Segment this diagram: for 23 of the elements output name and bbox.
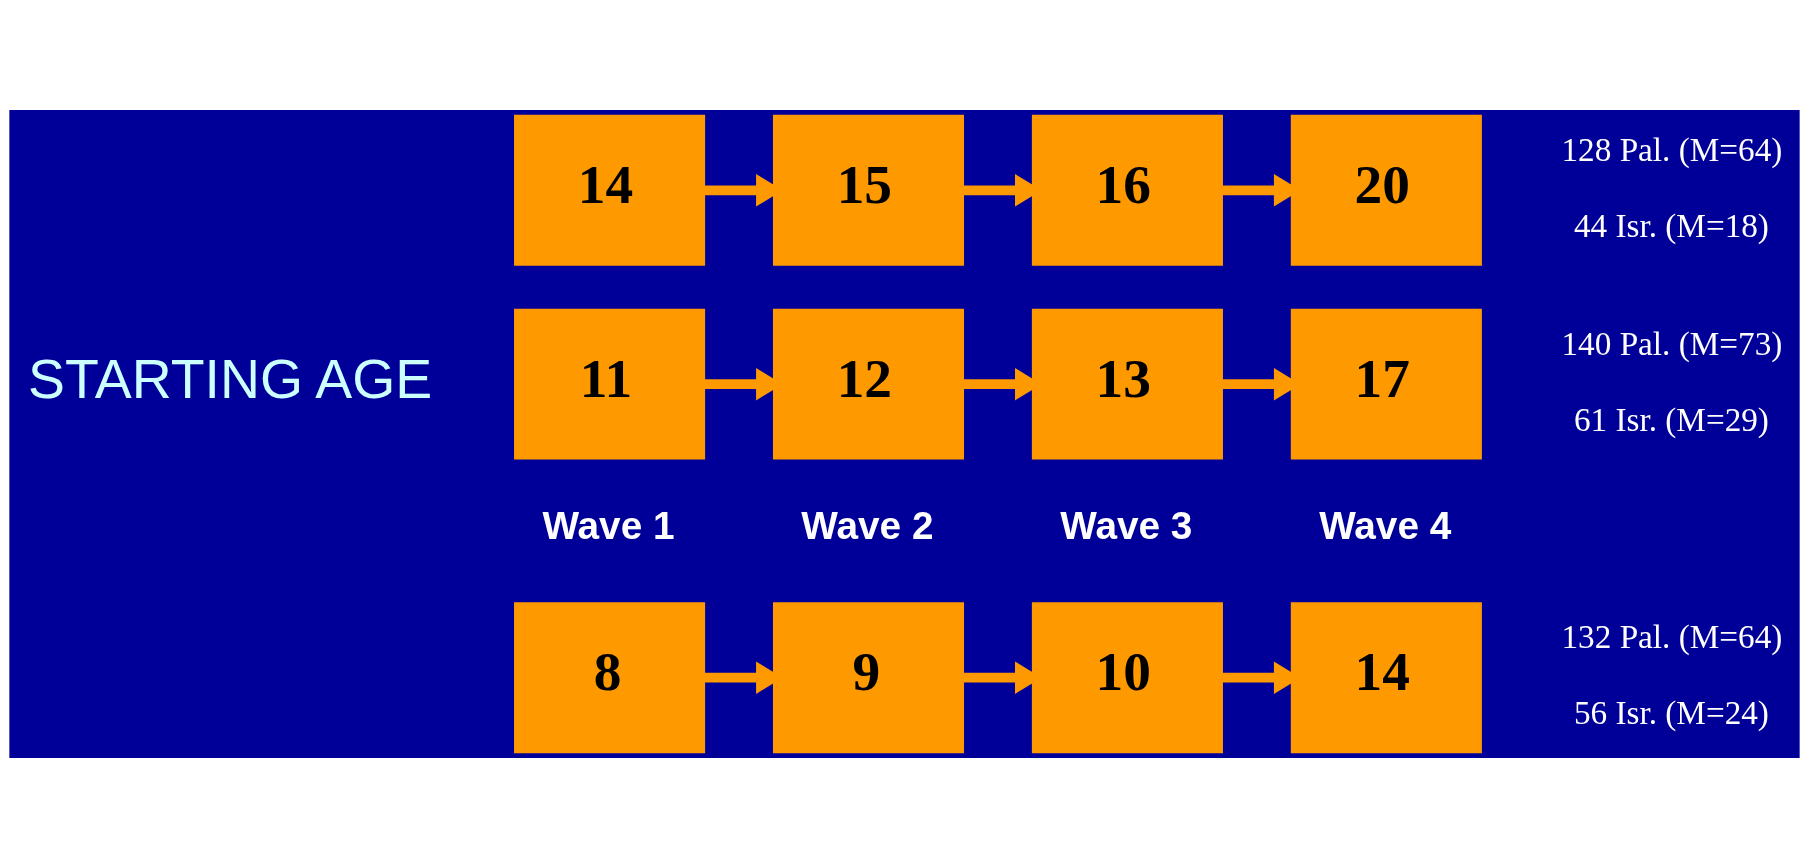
node-box: 9 <box>772 601 965 753</box>
label: Wave 3 <box>1060 503 1193 547</box>
node-box: 11 <box>514 308 706 460</box>
node-label: 44 Isr. (M=18) <box>1573 206 1769 244</box>
node-label: 56 Isr. (M=24) <box>1573 693 1769 731</box>
node-box: 15 <box>772 114 965 266</box>
label: Wave 2 <box>801 503 934 547</box>
node-box: 14 <box>514 114 706 266</box>
node-box: 16 <box>1031 114 1223 266</box>
node-box: 14 <box>1290 601 1482 753</box>
label: Wave 1 <box>542 503 675 547</box>
label: Wave 4 <box>1319 503 1452 547</box>
node-box: 12 <box>772 308 965 460</box>
node-box: 8 <box>514 601 706 753</box>
node-label: 128 Pal. (M=64) <box>1561 130 1783 168</box>
node-label: 140 Pal. (M=73) <box>1561 324 1783 362</box>
node-label: 61 Isr. (M=29) <box>1573 400 1769 438</box>
node-label: 132 Pal. (M=64) <box>1561 617 1783 655</box>
node-box: 17 <box>1290 308 1482 460</box>
label: STARTING AGE <box>28 347 433 410</box>
node-box: 13 <box>1031 308 1223 460</box>
node-box: 20 <box>1290 114 1482 266</box>
node-box: 10 <box>1031 601 1223 753</box>
